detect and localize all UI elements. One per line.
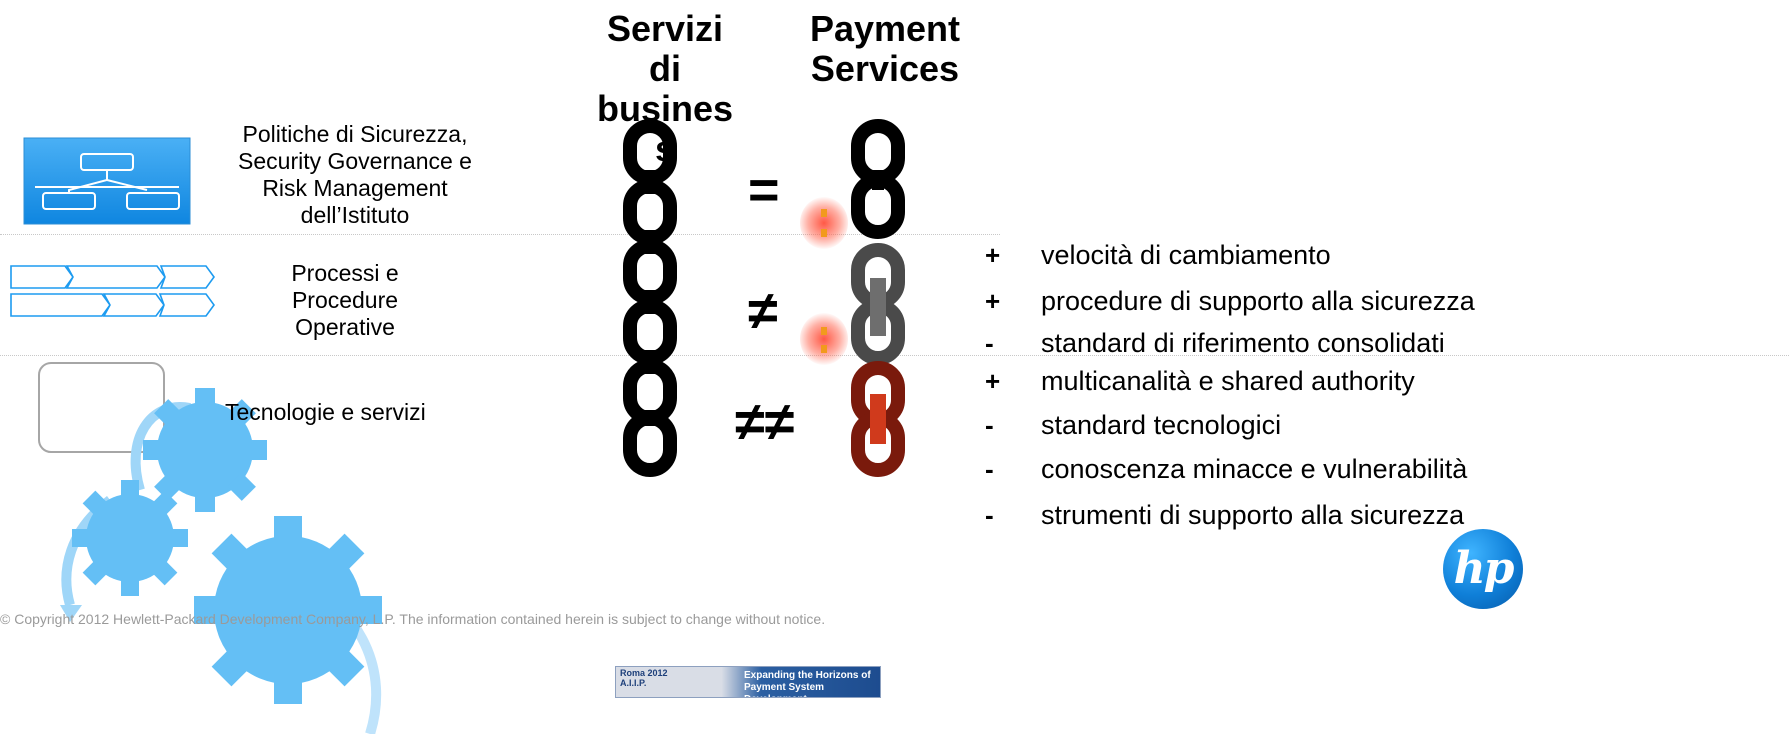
layer-label-technologies: Tecnologie e servizi [225, 399, 426, 425]
factor-item: +procedure di supporto alla sicurezza [985, 286, 1475, 316]
header-payment-services: Payment Services [809, 8, 961, 89]
conference-banner: Roma 2012 A.I.I.P. Expanding the Horizon… [615, 666, 881, 698]
layer-label-processes: Processi e Procedure Operative [291, 260, 399, 340]
break-glow-bottom [800, 313, 848, 365]
factor-item: -standard di riferimento consolidati [985, 328, 1445, 358]
break-dot-top-2 [821, 229, 827, 237]
process-arrows-icon [10, 265, 215, 317]
factor-item: -conoscenza minacce e vulnerabilità [985, 454, 1468, 484]
header-business-services: Servizi di busines s [596, 8, 734, 169]
hp-logo: hp [1443, 529, 1523, 609]
org-chart-icon [23, 137, 191, 225]
banner-left-text: Roma 2012 A.I.I.P. [620, 668, 668, 688]
symbol-not-equal: ≠ [748, 281, 778, 341]
break-dot-bottom [821, 327, 827, 335]
payment-chain-icon [851, 119, 905, 477]
symbol-equal: = [748, 160, 780, 220]
break-dot-top [821, 209, 827, 217]
factor-item: -strumenti di supporto alla sicurezza [985, 500, 1465, 530]
gears-cycle-icon [38, 362, 382, 734]
factor-item: +velocità di cambiamento [985, 240, 1331, 270]
factor-item: +multicanalità e shared authority [985, 366, 1415, 396]
symbol-double-not-equal: ≠≠ [735, 392, 795, 452]
break-glow-top [800, 197, 848, 249]
separator-top [0, 234, 1000, 235]
business-chain-icon [623, 119, 677, 477]
banner-right-text: Expanding the Horizons of Payment System… [744, 670, 871, 697]
factor-item: -standard tecnologici [985, 410, 1282, 440]
copyright-notice: © Copyright 2012 Hewlett-Packard Develop… [0, 611, 826, 627]
break-dot-bottom-2 [821, 345, 827, 353]
layer-label-policies: Politiche di Sicurezza, Security Governa… [238, 121, 472, 228]
